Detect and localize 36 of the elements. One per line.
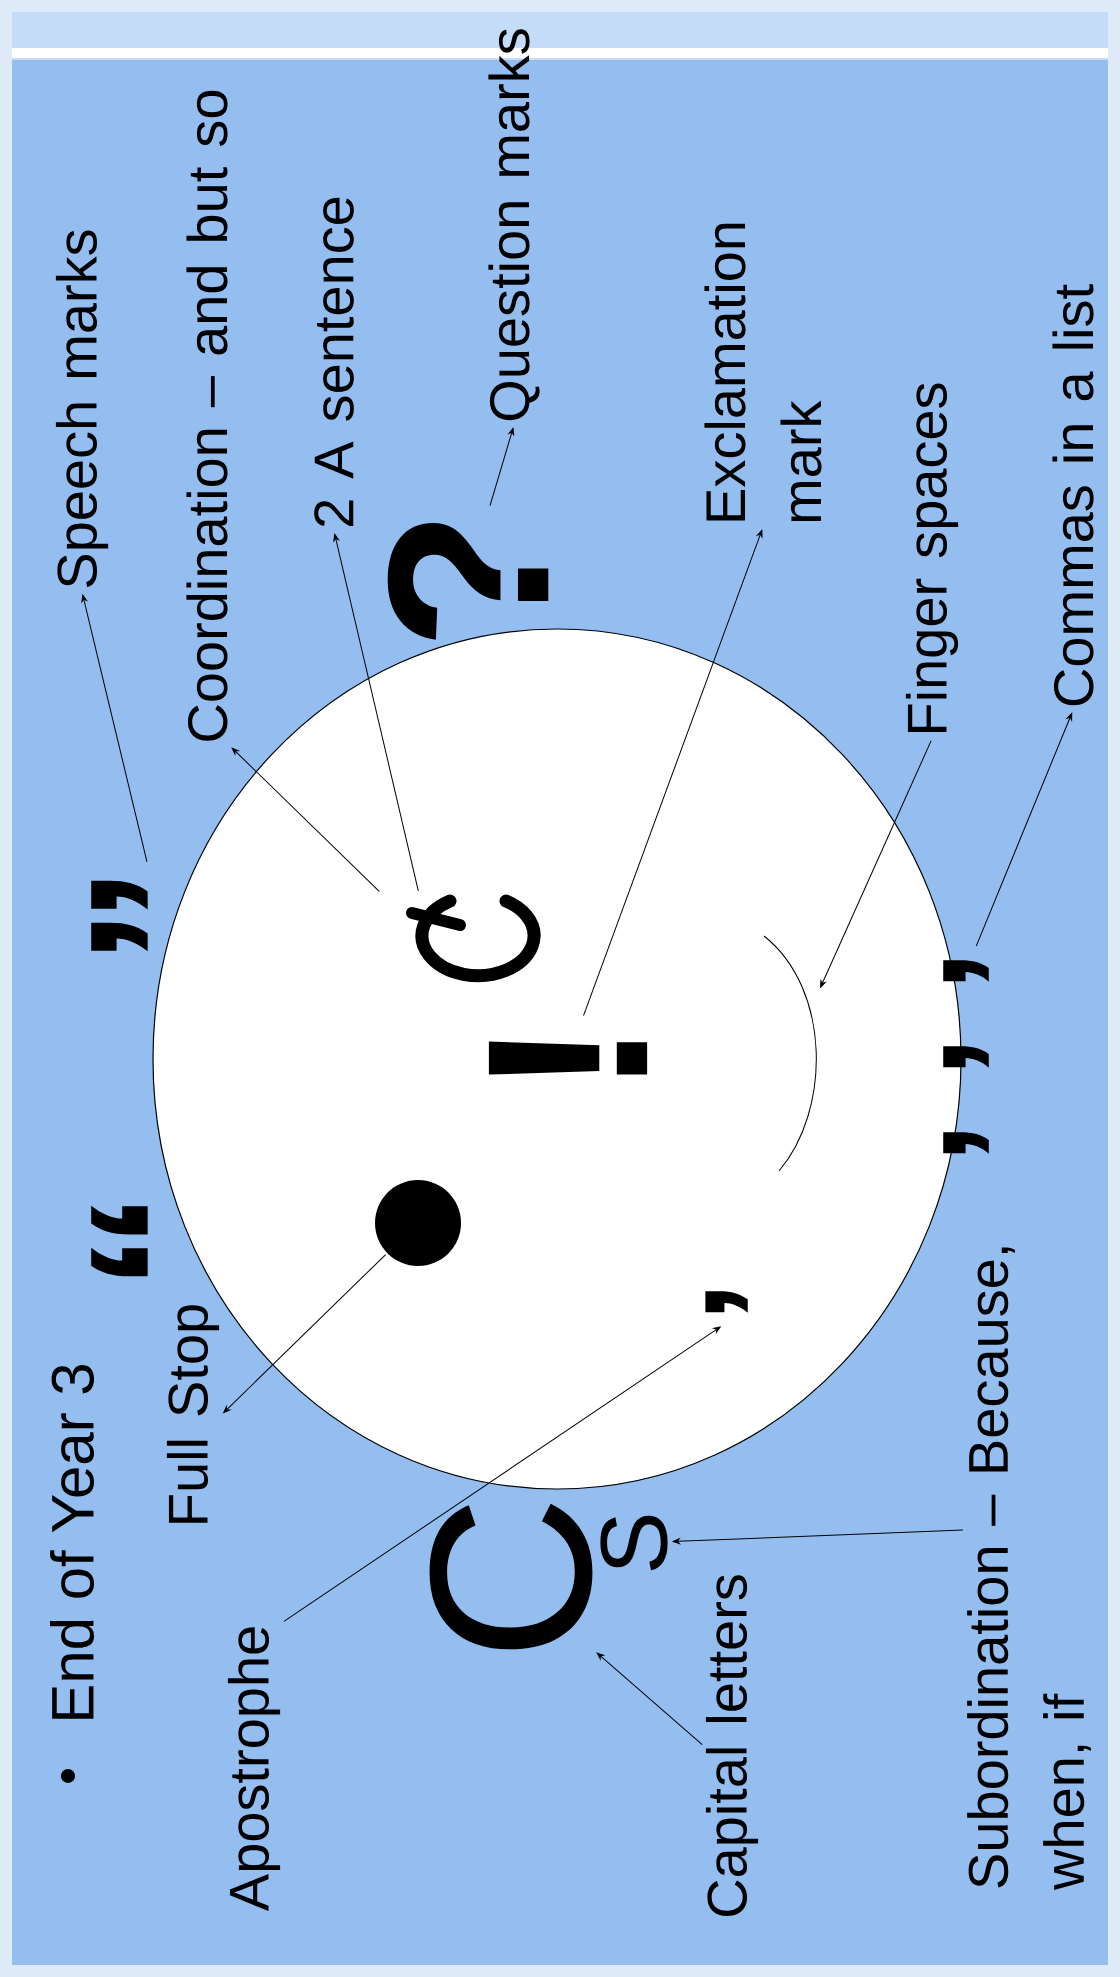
letter: S [600, 1515, 668, 1571]
arrow [672, 1529, 964, 1545]
letter: C [429, 1503, 593, 1650]
arrow [596, 1652, 703, 1746]
arrow [583, 529, 763, 1017]
label: Coordination – and but so [186, 90, 228, 741]
arrow [231, 747, 380, 892]
arrow [283, 1326, 721, 1622]
exclamation-mark: ! [488, 1041, 648, 1075]
label: Full Stop [166, 1305, 220, 1523]
label: Question marks [488, 29, 540, 421]
arrow [975, 712, 1073, 947]
apostrophe: ’ [705, 1291, 748, 1313]
comma: , [943, 1132, 989, 1154]
smile-arc [763, 935, 817, 1172]
label: Commas in a list [1052, 284, 1094, 706]
label: Speech marks [55, 230, 109, 588]
title: End of Year 3 [49, 1365, 95, 1719]
label: Capital letters [705, 1575, 759, 1917]
question-mark: ? [387, 523, 549, 640]
label: Apostrophe [227, 1627, 281, 1912]
label: Finger spaces [905, 383, 959, 732]
label: Subordination – Because, when, if [967, 1247, 1091, 1891]
label: 2 A sentence [314, 197, 354, 527]
arrow [820, 740, 932, 988]
speech-marks: ” [91, 880, 148, 952]
arrow [489, 427, 515, 507]
glyph-drawing [406, 894, 541, 983]
comma: , [943, 960, 989, 982]
arrow [333, 533, 419, 892]
speech-marks: “ [91, 1205, 148, 1277]
label: Exclamation mark [704, 223, 822, 522]
comma: , [943, 1046, 989, 1068]
full-stop-dot [375, 1180, 461, 1266]
arrow [223, 1254, 387, 1414]
arrow [81, 594, 148, 863]
